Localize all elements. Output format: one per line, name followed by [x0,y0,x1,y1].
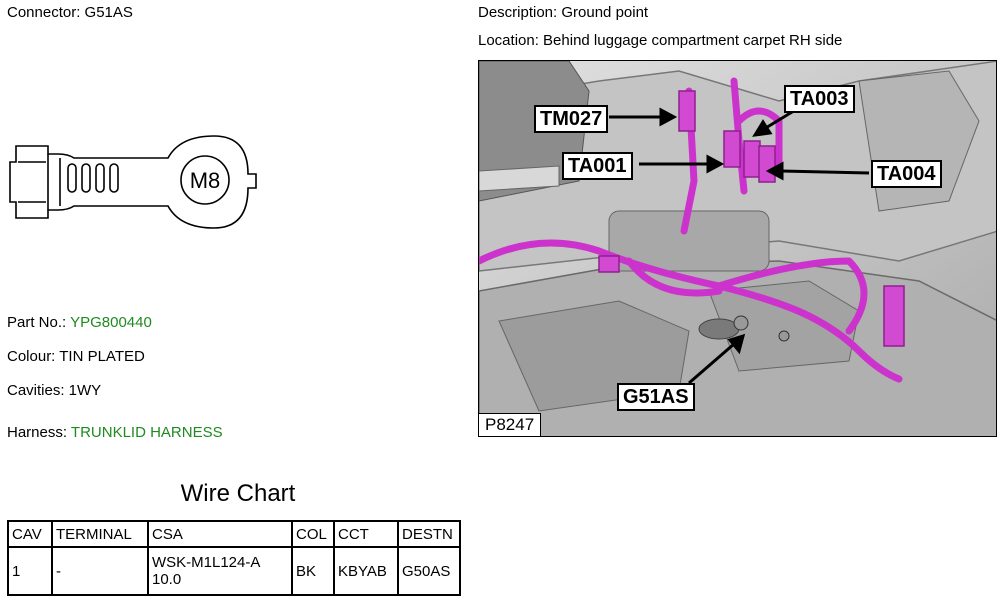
part-number-row: Part No.: YPG800440 [7,314,152,332]
cell-col: BK [291,546,335,596]
cell-cav: 1 [7,546,53,596]
col-terminal: TERMINAL [51,520,149,548]
part-number-link[interactable]: YPG800440 [70,314,152,331]
col-col: COL [291,520,335,548]
col-cav: CAV [7,520,53,548]
photo-id: P8247 [479,413,542,436]
description-label: Description: Ground point [478,4,649,21]
cell-destn: G50AS [397,546,461,596]
wire-chart-title: Wire Chart [180,480,296,507]
vehicle-interior-illustration [479,61,996,436]
wire-chart-table: CAV TERMINAL CSA COL CCT DESTN 1 - WSK-M… [7,520,461,596]
harness-link[interactable]: TRUNKLID HARNESS [70,424,223,441]
connector-label: Connector: G51AS [7,4,133,21]
table-header-row: CAV TERMINAL CSA COL CCT DESTN [7,520,461,548]
col-cct: CCT [333,520,399,548]
ring-terminal-drawing: M8 [9,135,257,229]
callout-g51as: G51AS [617,383,695,411]
stud-size-text: M8 [190,168,221,193]
location-photo: TM027 TA003 TA001 TA004 G51AS P8247 [478,60,997,437]
callout-ta001: TA001 [562,152,633,180]
cavities-label: Cavities: 1WY [7,382,102,399]
callout-ta004: TA004 [871,160,942,188]
colour-label: Colour: TIN PLATED [7,348,145,365]
location-label: Location: Behind luggage compartment car… [478,32,843,49]
col-destn: DESTN [397,520,461,548]
callout-ta003: TA003 [784,85,855,113]
cell-cct: KBYAB [333,546,399,596]
table-row: 1 - WSK-M1L124-A 10.0 BK KBYAB G50AS [7,546,461,596]
callout-tm027: TM027 [534,105,609,133]
cell-terminal: - [51,546,149,596]
cell-csa: WSK-M1L124-A 10.0 [147,546,293,596]
harness-label: Harness: [7,424,71,441]
part-number-label: Part No.: [7,314,71,331]
col-csa: CSA [147,520,293,548]
harness-row: Harness: TRUNKLID HARNESS [7,424,223,442]
